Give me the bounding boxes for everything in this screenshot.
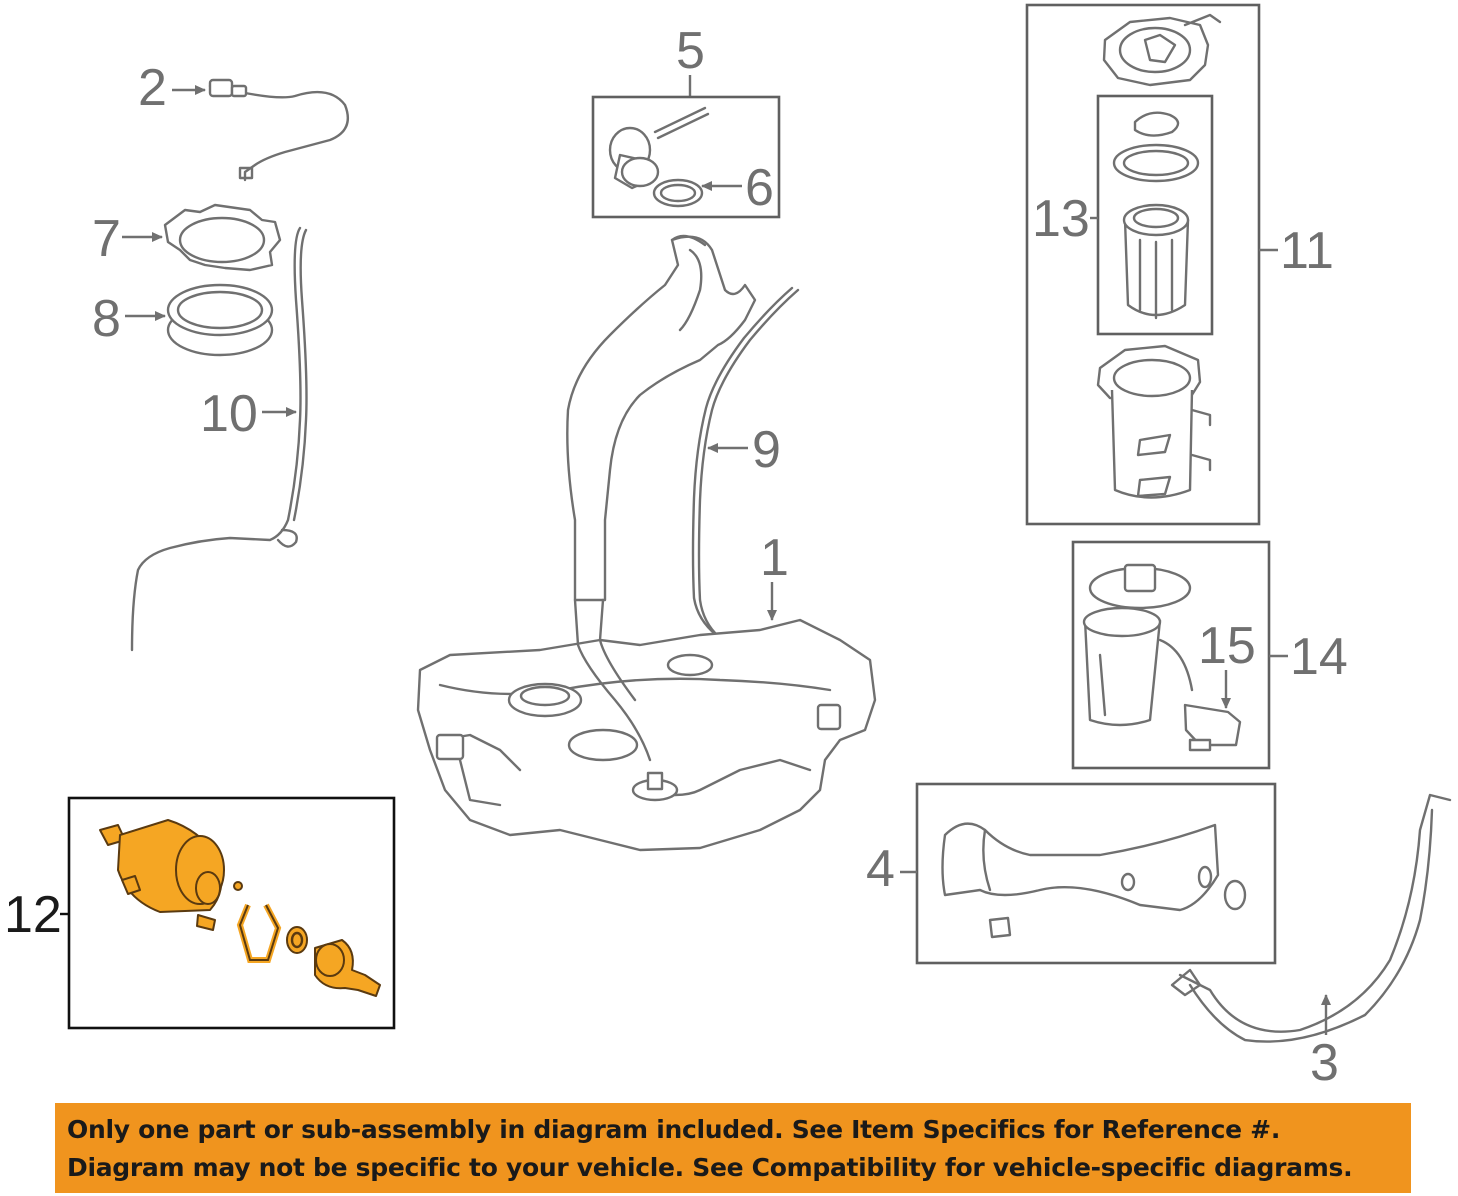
callout-14: 14 bbox=[1290, 628, 1348, 686]
part-8-seal-ring bbox=[166, 283, 274, 357]
part-12-fuel-filter[interactable] bbox=[99, 819, 381, 997]
part-13-filter bbox=[1112, 111, 1200, 320]
callout-9: 9 bbox=[752, 421, 781, 479]
callout-12: 12 bbox=[4, 886, 62, 944]
part-11-top-flange bbox=[1102, 13, 1222, 87]
part-7-lock-ring bbox=[163, 203, 282, 272]
callout-6: 6 bbox=[745, 159, 774, 217]
box-13 bbox=[1096, 94, 1214, 336]
disclaimer-banner: Only one part or sub-assembly in diagram… bbox=[55, 1103, 1411, 1193]
callout-7: 7 bbox=[92, 210, 121, 268]
part-5-cap bbox=[608, 106, 710, 190]
disclaimer-line-2: Diagram may not be specific to your vehi… bbox=[67, 1153, 1353, 1182]
part-3-strap bbox=[1170, 793, 1452, 1043]
callout-2: 2 bbox=[138, 59, 167, 117]
part-14-pump-assembly bbox=[1082, 563, 1194, 727]
part-15-connector bbox=[1183, 703, 1242, 752]
box-5 bbox=[591, 95, 781, 219]
callout-15: 15 bbox=[1198, 617, 1256, 675]
part-2-sensor-wire bbox=[208, 78, 350, 182]
callout-5: 5 bbox=[676, 22, 705, 80]
callout-4: 4 bbox=[866, 840, 895, 898]
disclaimer-line-1: Only one part or sub-assembly in diagram… bbox=[67, 1115, 1281, 1144]
callout-13: 13 bbox=[1032, 190, 1090, 248]
part-4-bracket bbox=[941, 822, 1247, 939]
part-10-fuel-line bbox=[130, 226, 308, 652]
part-6-gasket bbox=[652, 178, 704, 208]
part-11-pump-housing bbox=[1096, 344, 1212, 499]
box-11 bbox=[1025, 3, 1261, 526]
part-1-fuel-tank bbox=[416, 234, 877, 852]
callout-10: 10 bbox=[200, 385, 258, 443]
callout-11: 11 bbox=[1280, 222, 1334, 280]
callout-3: 3 bbox=[1310, 1034, 1339, 1092]
callout-8: 8 bbox=[92, 290, 121, 348]
callout-1: 1 bbox=[760, 529, 789, 587]
box-4 bbox=[915, 782, 1277, 965]
